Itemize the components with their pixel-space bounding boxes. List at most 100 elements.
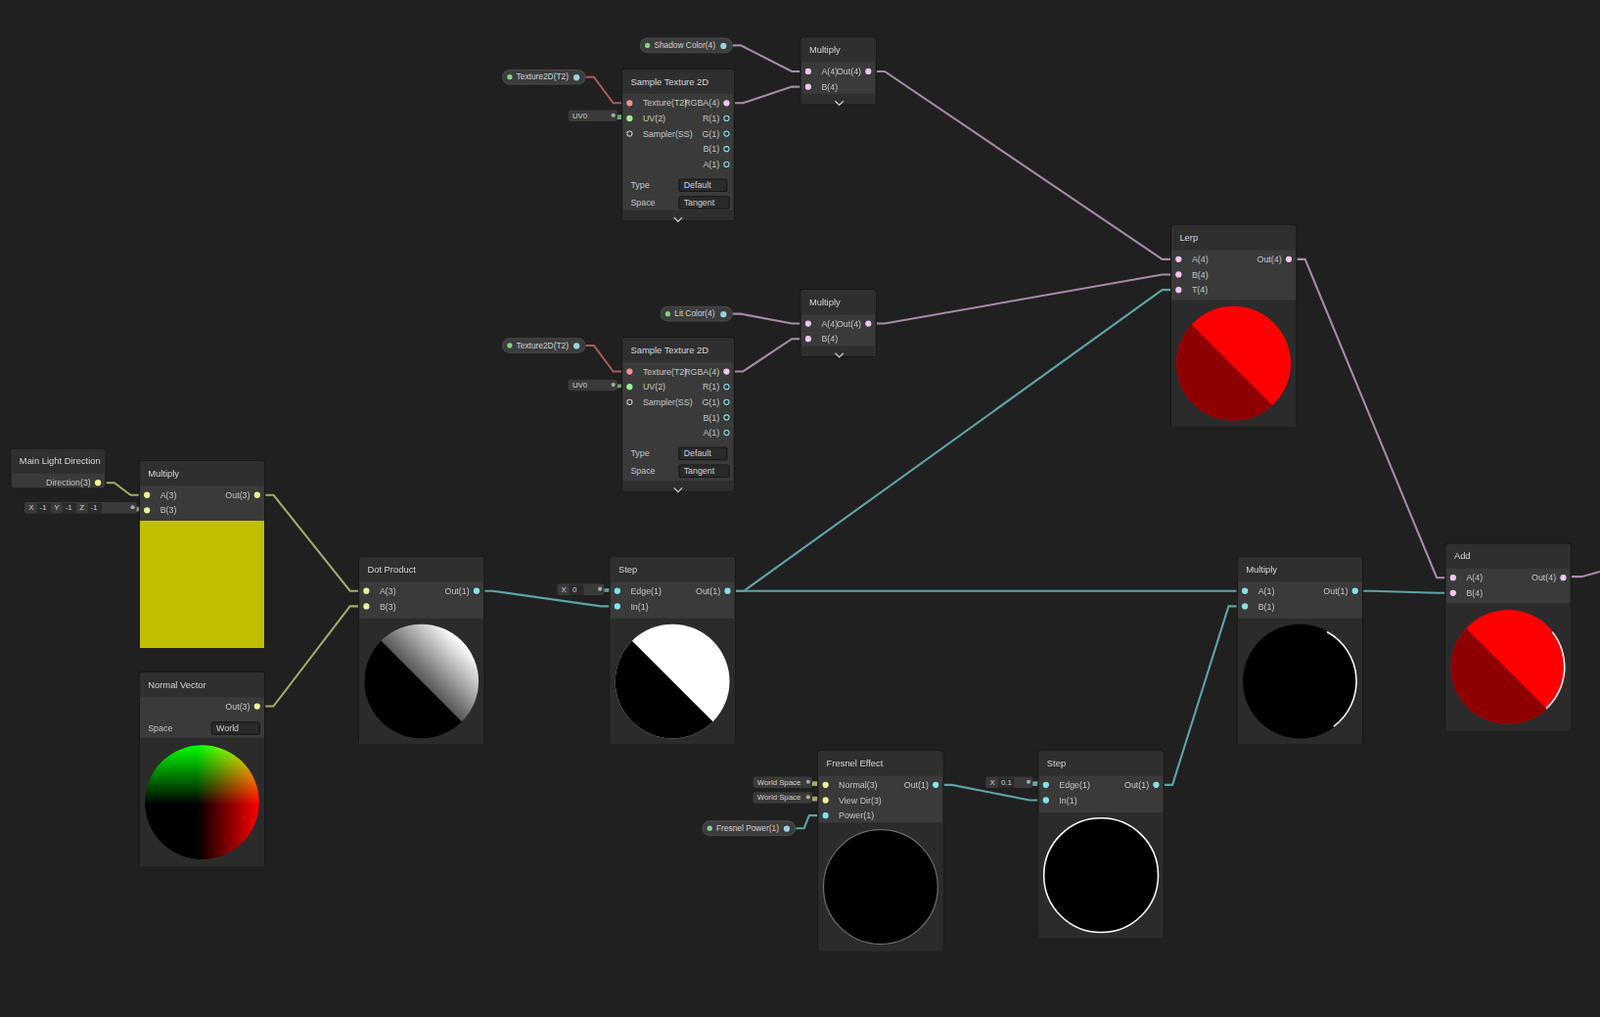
port-dot — [723, 145, 730, 152]
input-port-label: B(1) — [1258, 599, 1276, 613]
preview-shade — [610, 618, 735, 744]
wire — [265, 495, 359, 592]
property-name: Fresnel Power(1) — [716, 821, 779, 835]
port-dot — [611, 113, 616, 118]
preview-sphere — [144, 744, 260, 860]
port-dot — [626, 367, 633, 374]
port-dot — [723, 367, 730, 374]
field-value: 0.1 — [998, 777, 1015, 787]
shader-node: LerpA(4)B(4)T(4)Out(4) — [1170, 224, 1297, 425]
preview-image — [1038, 812, 1163, 938]
field-value: 0 — [569, 584, 585, 595]
input-port-label: T(4) — [1191, 283, 1208, 297]
property-marker — [506, 342, 512, 348]
field-value: -1 — [37, 502, 52, 513]
input-port-label: In(1) — [630, 599, 648, 613]
setting-label: Space — [630, 463, 655, 477]
field-value: UV0 — [572, 379, 588, 390]
port-dot — [626, 99, 633, 106]
preview-area — [818, 822, 943, 951]
port-dot — [143, 492, 150, 499]
node-title: Dot Product — [366, 563, 416, 577]
chevron-icon — [674, 487, 683, 492]
wire — [734, 338, 801, 371]
chevron-icon — [674, 217, 683, 222]
field-value: Y — [53, 502, 59, 513]
input-port-label: A(3) — [160, 488, 178, 502]
input-port-label: Texture(T2) — [642, 96, 687, 110]
wire — [105, 482, 138, 496]
property-marker — [644, 42, 650, 47]
input-port-label: A(4) — [1465, 571, 1483, 585]
preview-image — [610, 618, 735, 744]
shader-node: Sample Texture 2DTexture(T2)UV(2)Sampler… — [621, 336, 735, 492]
preview-area — [1446, 602, 1571, 731]
input-port-label: UV(2) — [642, 380, 666, 394]
port-dot — [614, 588, 621, 595]
port-dot — [723, 383, 730, 390]
shader-node: Sample Texture 2DTexture(T2)UV(2)Sampler… — [621, 68, 735, 222]
inline-value-field: UV0 — [568, 379, 618, 391]
input-port-label: View Dir(3) — [838, 793, 882, 807]
input-port-label: Texture(T2) — [642, 365, 687, 378]
port-dot — [723, 429, 730, 436]
port-dot — [1450, 574, 1457, 581]
port-dot — [1559, 574, 1566, 581]
input-port-label: A(3) — [379, 584, 397, 597]
preview-image — [359, 618, 484, 744]
port-dot — [597, 587, 602, 592]
property-marker — [506, 74, 512, 80]
port-dot — [720, 42, 727, 48]
preview-image — [1446, 602, 1571, 731]
output-port-label: Out(1) — [695, 584, 721, 597]
dropdown-value: Tangent — [678, 463, 730, 478]
shader-node: Dot ProductA(3)B(3)Out(1) — [358, 555, 485, 743]
shader-node: Main Light DirectionDirection(3) — [9, 448, 106, 490]
preview-area — [1171, 300, 1296, 427]
preview-sphere — [822, 829, 938, 945]
setting-label: Type — [630, 447, 649, 460]
input-port-label: A(4) — [1191, 253, 1209, 267]
shader-node: Fresnel EffectNormal(3)View Dir(3)Power(… — [817, 749, 944, 950]
port-dot — [1241, 588, 1248, 595]
property-pill: Lit Color(4) — [660, 306, 733, 322]
node-title: Normal Vector — [147, 678, 206, 691]
port-dot — [806, 779, 811, 784]
port-dot — [1175, 286, 1182, 293]
port-dot — [1450, 590, 1457, 596]
collapse-bar — [622, 480, 734, 491]
port-dot — [1285, 256, 1292, 263]
preview-area — [1237, 618, 1363, 744]
node-title: Multiply — [147, 467, 180, 481]
preview-sphere — [1242, 624, 1358, 739]
setting-label: Space — [630, 195, 655, 209]
field-value: World Space — [757, 777, 802, 787]
port-dot — [723, 130, 730, 137]
input-port-label: Power(1) — [838, 809, 874, 823]
input-port-label: UV(2) — [642, 112, 666, 126]
preview-shade — [1446, 602, 1571, 731]
shader-node: MultiplyA(4)B(4)Out(4) — [799, 37, 876, 106]
port-dot — [573, 74, 580, 81]
input-port-label: Sampler(SS) — [642, 127, 693, 140]
port-dot — [626, 130, 633, 137]
input-port-label: B(3) — [160, 503, 178, 517]
input-port-label: Sampler(SS) — [642, 396, 693, 410]
node-title: Multiply — [1245, 563, 1278, 577]
port-dot — [822, 812, 828, 819]
port-dot — [130, 504, 135, 509]
preview-image — [1171, 300, 1296, 427]
wire — [1164, 605, 1237, 784]
output-port-label: A(1) — [702, 158, 720, 172]
input-port-label: B(4) — [821, 80, 838, 93]
inline-value-field: World Space — [753, 791, 813, 803]
field-value: X — [28, 502, 34, 513]
port-dot — [143, 506, 150, 513]
port-dot — [1241, 602, 1248, 609]
port-dot — [723, 413, 730, 420]
wire — [734, 87, 801, 104]
property-marker — [707, 824, 713, 830]
input-port-label: A(4) — [821, 65, 838, 79]
port-dot — [1352, 588, 1359, 595]
